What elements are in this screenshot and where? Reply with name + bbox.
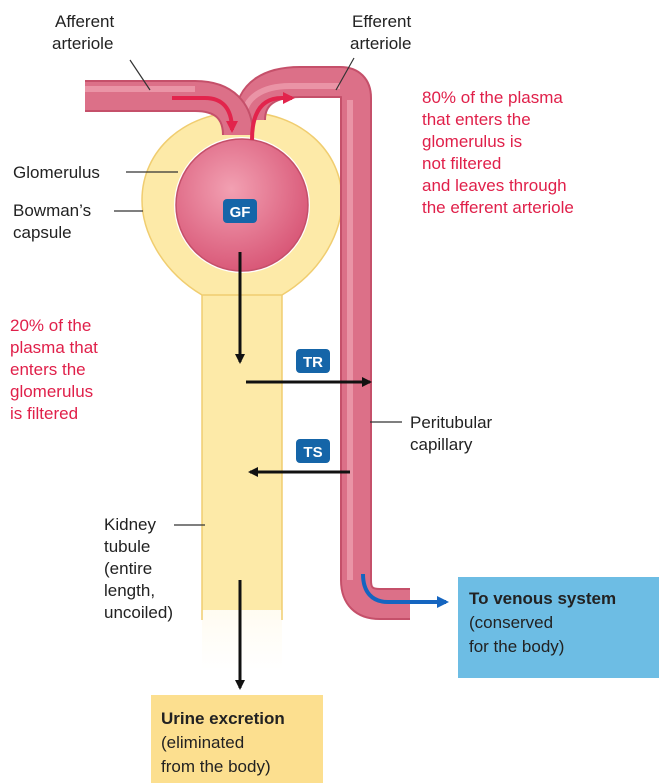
svg-text:not filtered: not filtered <box>422 154 501 173</box>
svg-text:from the body): from the body) <box>161 757 271 776</box>
venous-system-box: To venous system (conserved for the body… <box>458 577 659 678</box>
kidney-label-line3: (entire <box>104 559 152 578</box>
svg-text:and leaves through: and leaves through <box>422 176 567 195</box>
urine-excretion-box: Urine excretion (eliminated from the bod… <box>151 695 323 783</box>
svg-text:glomerulus is: glomerulus is <box>422 132 522 151</box>
gf-badge: GF <box>223 199 257 223</box>
svg-text:GF: GF <box>230 204 251 221</box>
svg-text:To venous system: To venous system <box>469 589 616 608</box>
svg-text:that enters the: that enters the <box>422 110 531 129</box>
svg-text:glomerulus: glomerulus <box>10 382 93 401</box>
svg-text:is filtered: is filtered <box>10 404 78 423</box>
efferent-label-line1: Efferent <box>352 12 412 31</box>
svg-text:TS: TS <box>303 444 322 461</box>
afferent-label-line1: Afferent <box>55 12 115 31</box>
tr-badge: TR <box>296 349 330 373</box>
kidney-label-line2: tubule <box>104 537 150 556</box>
kidney-label-line5: uncoiled) <box>104 603 173 622</box>
unfiltered-note: 80% of the plasma that enters the glomer… <box>422 88 574 217</box>
filtered-note: 20% of the plasma that enters the glomer… <box>10 316 98 423</box>
kidney-label-line1: Kidney <box>104 515 156 534</box>
svg-text:(eliminated: (eliminated <box>161 733 244 752</box>
svg-text:Urine excretion: Urine excretion <box>161 709 285 728</box>
efferent-label-line2: arteriole <box>350 34 411 53</box>
bowmans-label-line1: Bowman’s <box>13 201 91 220</box>
svg-text:20% of the: 20% of the <box>10 316 91 335</box>
peritubular-label-line2: capillary <box>410 435 473 454</box>
glomerulus-label: Glomerulus <box>13 163 100 182</box>
svg-text:80% of the plasma: 80% of the plasma <box>422 88 563 107</box>
svg-text:TR: TR <box>303 354 323 371</box>
ts-badge: TS <box>296 439 330 463</box>
svg-text:plasma that: plasma that <box>10 338 98 357</box>
svg-text:the efferent arteriole: the efferent arteriole <box>422 198 574 217</box>
afferent-label-line2: arteriole <box>52 34 113 53</box>
svg-text:(conserved: (conserved <box>469 613 553 632</box>
bowmans-label-line2: capsule <box>13 223 72 242</box>
svg-text:enters the: enters the <box>10 360 86 379</box>
kidney-label-line4: length, <box>104 581 155 600</box>
svg-text:for the body): for the body) <box>469 637 564 656</box>
peritubular-label-line1: Peritubular <box>410 413 493 432</box>
